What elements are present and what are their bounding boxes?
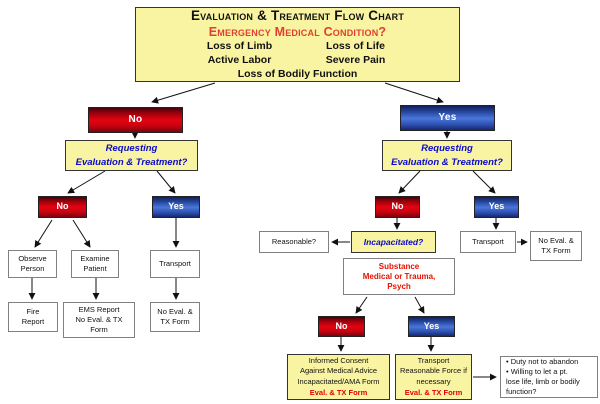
criterion-loss-of-limb: Loss of Limb [206, 40, 273, 53]
connector-title-to-no [151, 82, 216, 104]
notes-line2: • Willing to let a pt. [506, 366, 568, 376]
substance-no-box: No [318, 316, 365, 337]
right-question-line1: Requesting [421, 142, 473, 154]
criteria-row-1: Loss of Limb Loss of Life [136, 40, 459, 54]
connector-substance-to-yes [414, 296, 425, 314]
title-box: Evaluation & Treatment Flow Chart Emerge… [135, 7, 460, 82]
force-line1: Transport [417, 356, 450, 366]
criterion-severe-pain: Severe Pain [325, 53, 386, 66]
left-question-line1: Requesting [105, 142, 158, 154]
fire-line1: Fire [26, 306, 40, 316]
right-branch-yes-label: Yes [438, 111, 457, 123]
fire-report-box: Fire Report [8, 302, 58, 332]
right-no-eval-line2: TX Form [541, 246, 571, 255]
left-transport-label: Transport [159, 258, 191, 268]
informed-line3: Incapacitated/AMA Form [297, 376, 380, 386]
notes-line1: • Duty not to abandon [506, 356, 579, 366]
informed-consent-box: Informed Consent Against Medical Advice … [287, 354, 390, 400]
observe-line1: Observe [18, 253, 47, 263]
right-yes-box: Yes [474, 196, 519, 218]
incapacitated-box: Incapacitated? [351, 231, 436, 253]
examine-patient-box: Examine Patient [71, 250, 119, 278]
chart-title: Evaluation & Treatment Flow Chart [190, 7, 405, 23]
reasonable-label: Reasonable? [271, 236, 317, 246]
notes-line3: lose life, limb or bodily [506, 377, 580, 386]
right-no-label: No [391, 201, 404, 212]
force-line3: necessary [416, 376, 451, 386]
right-no-box: No [375, 196, 420, 218]
ems-line1: EMS Report [78, 304, 120, 314]
substance-line2: Medical or Trauma, [362, 271, 436, 281]
notes-line4: function? [506, 387, 537, 397]
criterion-active-labor: Active Labor [207, 53, 272, 66]
connector-lq-to-no [67, 170, 106, 194]
connector-lno-to-examine [72, 219, 91, 248]
duty-notes-box: • Duty not to abandon • Willing to let a… [500, 356, 598, 398]
right-no-eval-line1: No Eval. & [538, 235, 574, 245]
substance-line3: Psych [387, 281, 411, 291]
right-transport-box: Transport [460, 231, 516, 253]
reasonable-box: Reasonable? [259, 231, 329, 253]
right-transport-label: Transport [472, 236, 504, 246]
connector-lno-to-observe [34, 219, 53, 248]
informed-line2: Against Medical Advice [299, 366, 378, 376]
fire-line2: Report [21, 317, 45, 326]
substance-no-label: No [335, 320, 348, 331]
substance-yes-label: Yes [423, 320, 440, 331]
connector-rq-to-no [398, 170, 421, 194]
right-yes-label: Yes [488, 201, 505, 212]
ems-report-box: EMS Report No Eval. & TX Form [63, 302, 135, 338]
criteria-row-2: Active Labor Severe Pain [136, 54, 459, 68]
left-yes-box: Yes [152, 196, 200, 218]
examine-line1: Examine [80, 253, 110, 263]
substance-line1: Substance [378, 261, 420, 271]
left-no-label: No [56, 201, 69, 212]
connector-substance-to-no [355, 296, 368, 314]
informed-line1: Informed Consent [308, 356, 369, 366]
left-no-box: No [38, 196, 87, 218]
left-no-eval-box: No Eval. & TX Form [150, 302, 200, 332]
right-no-eval-box: No Eval. & TX Form [530, 231, 582, 261]
force-line2: Reasonable Force if [399, 366, 468, 376]
left-branch-no-box: No [88, 107, 183, 133]
examine-line2: Patient [83, 264, 107, 273]
force-form-line: Eval. & TX Form [404, 387, 463, 397]
left-question-box: Requesting Evaluation & Treatment? [65, 140, 198, 171]
left-branch-no-label: No [128, 113, 143, 125]
left-yes-label: Yes [168, 201, 184, 212]
left-transport-box: Transport [150, 250, 200, 278]
connector-rq-to-yes [472, 170, 496, 194]
substance-box: Substance Medical or Trauma, Psych [343, 258, 455, 295]
ems-line2: No Eval. & TX [75, 314, 123, 324]
ems-line3: Form [90, 325, 108, 335]
right-question-box: Requesting Evaluation & Treatment? [382, 140, 512, 171]
left-no-eval-line2: TX Form [160, 317, 190, 326]
observe-person-box: Observe Person [8, 250, 57, 278]
right-question-line2: Evaluation & Treatment? [391, 156, 503, 168]
transport-force-box: Transport Reasonable Force if necessary … [395, 354, 472, 400]
connector-lq-to-yes [156, 170, 176, 194]
right-branch-yes-box: Yes [400, 105, 495, 131]
incapacitated-label: Incapacitated? [363, 236, 424, 247]
criterion-loss-of-bodily-function: Loss of Bodily Function [237, 67, 358, 80]
left-question-line2: Evaluation & Treatment? [75, 156, 188, 168]
observe-line2: Person [20, 264, 45, 273]
emergency-condition-heading: Emergency Medical Condition? [208, 24, 387, 39]
substance-yes-box: Yes [408, 316, 455, 337]
informed-form-line: Eval. & TX Form [309, 387, 368, 397]
criterion-loss-of-life: Loss of Life [326, 40, 385, 53]
left-no-eval-line1: No Eval. & [157, 306, 193, 316]
connector-title-to-yes [384, 82, 444, 104]
